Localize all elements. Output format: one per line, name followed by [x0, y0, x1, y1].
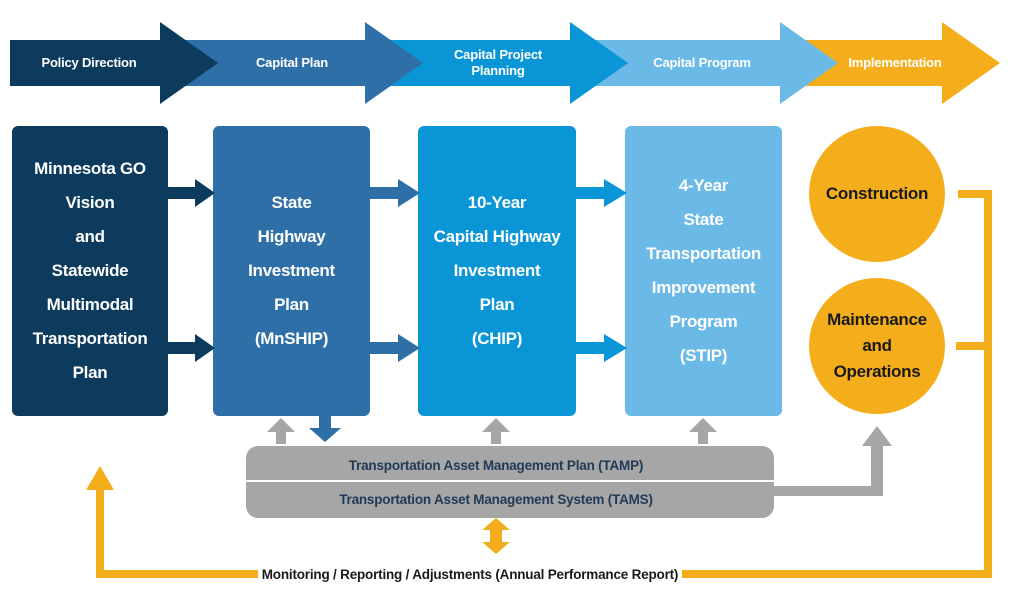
stage-arrow-capital-project-planning	[375, 22, 628, 104]
circle-maintenance-operations	[809, 278, 945, 414]
box-label-mnship: State Highway Investment Plan (MnSHIP)	[248, 193, 335, 348]
stage-arrow-implementation	[790, 22, 1000, 104]
stage-label-capital-project-planning: Capital Project Planning	[453, 47, 543, 78]
circle-label-construction: Construction	[825, 184, 929, 203]
double-arrow-shaft	[490, 528, 502, 544]
tams-label: Transportation Asset Management System (…	[339, 491, 653, 507]
connector-arrow	[370, 334, 420, 362]
stage-label-capital-plan: Capital Plan	[255, 55, 328, 70]
box-minnesota-go	[12, 126, 168, 416]
stage-label-capital-program: Capital Program	[653, 55, 751, 70]
up-arrow	[482, 418, 510, 444]
connector-arrow	[168, 179, 215, 207]
up-arrow	[689, 418, 717, 444]
down-arrow	[309, 416, 341, 442]
feedback-loop-line	[96, 190, 992, 578]
box-stip	[625, 126, 782, 416]
circle-label-maintenance-operations: Maintenance and Operations	[827, 310, 927, 381]
bar-to-operations-arrow	[756, 426, 892, 496]
stage-arrow-capital-plan	[170, 22, 423, 104]
stage-arrow-policy-direction	[10, 22, 218, 104]
feedback-loop-arrowhead	[86, 466, 114, 490]
tamp-label: Transportation Asset Management Plan (TA…	[348, 457, 644, 473]
double-arrow-top	[482, 518, 510, 530]
box-mnship	[213, 126, 370, 416]
connector-arrow	[370, 179, 420, 207]
stage-arrow-capital-program	[580, 22, 838, 104]
monitoring-reporting-label: Monitoring / Reporting / Adjustments (An…	[257, 566, 683, 582]
box-label-minnesota-go: Minnesota GO Vision and Statewide Multim…	[32, 159, 148, 382]
stage-label-implementation: Implementation	[848, 55, 942, 70]
circle-construction	[809, 126, 945, 262]
stage-label-policy-direction: Policy Direction	[41, 55, 137, 70]
up-arrow	[267, 418, 295, 444]
connector-arrow	[576, 179, 627, 207]
box-label-chip: 10-Year Capital Highway Investment Plan …	[433, 193, 561, 348]
connector-arrow	[576, 334, 627, 362]
box-label-stip: 4-Year State Transportation Improvement …	[646, 176, 761, 365]
loop-label-wrap: Monitoring / Reporting / Adjustments (An…	[200, 562, 740, 586]
connector-arrow	[168, 334, 215, 362]
box-chip	[418, 126, 576, 416]
double-arrow-bottom	[482, 542, 510, 554]
